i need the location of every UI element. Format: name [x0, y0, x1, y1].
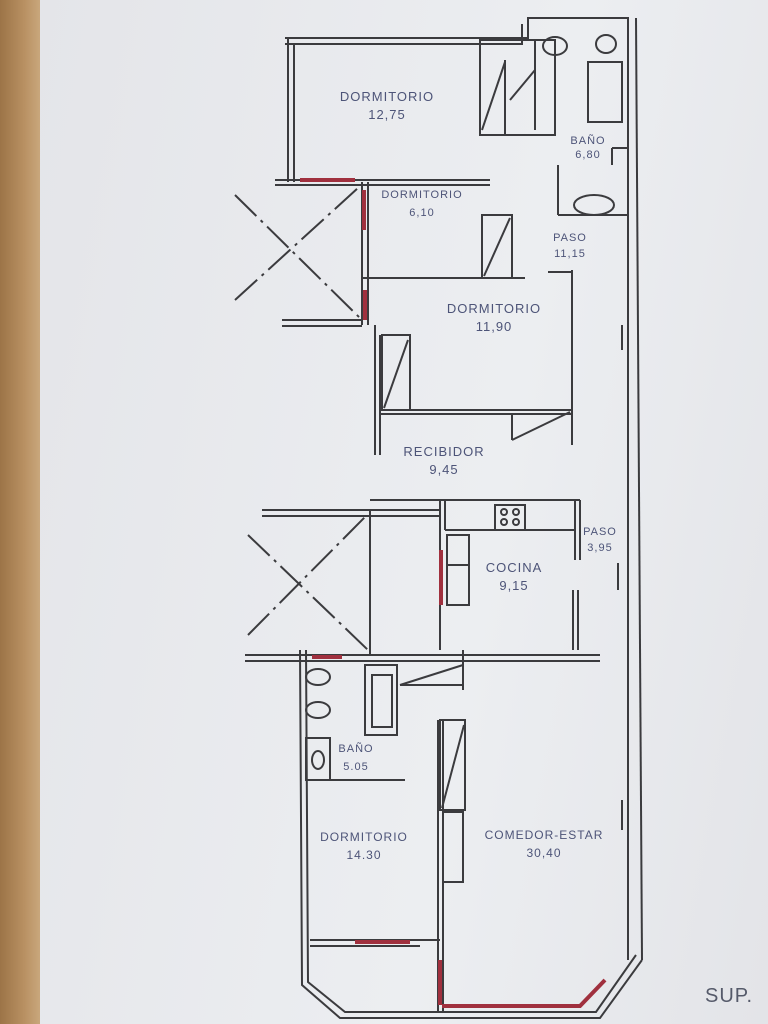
walls: [234, 17, 643, 1019]
paper-sheet: [40, 0, 768, 1024]
surface-note: SUP.: [705, 985, 754, 1007]
wall-upper-outer: [285, 17, 629, 960]
red-highlights: [300, 178, 607, 1008]
wooden-table-edge: [0, 0, 40, 1024]
